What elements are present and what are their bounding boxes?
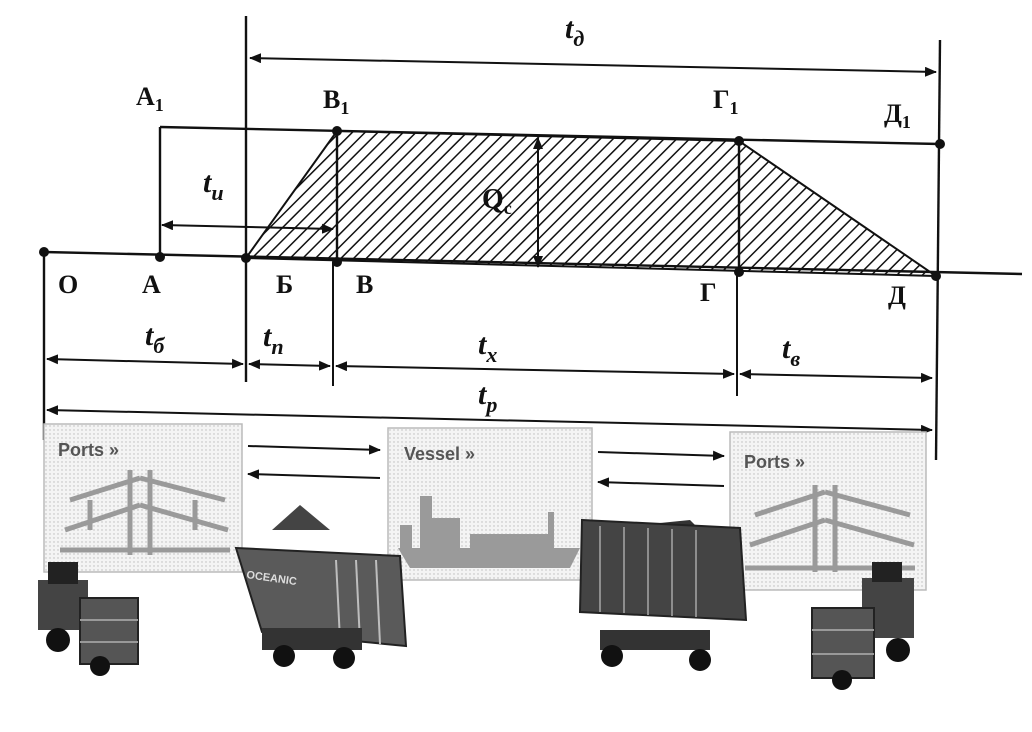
panel-vessel-title: Vessel » <box>404 444 475 464</box>
dot-d1 <box>935 139 945 149</box>
dot-v <box>332 257 342 267</box>
port-crane-icon <box>60 470 230 555</box>
label-tp: tp <box>478 378 497 417</box>
ship-icon <box>398 496 580 568</box>
dot-g1 <box>734 136 744 146</box>
label-v: В <box>356 270 373 299</box>
arrow-tu <box>161 220 334 234</box>
label-qc: Qc <box>482 184 512 218</box>
dot-g <box>734 267 744 277</box>
upper-level-line <box>159 125 941 146</box>
arrow-vessel-to-port <box>247 469 381 480</box>
boundary-right <box>934 39 942 461</box>
dot-b <box>241 253 251 263</box>
arrow-tp <box>46 405 933 435</box>
dot-v1 <box>332 126 342 136</box>
label-a1: А1 <box>136 82 164 115</box>
forklift-right <box>811 562 914 690</box>
label-tv: tв <box>782 332 800 371</box>
dot-d <box>931 271 941 281</box>
label-d1: Д1 <box>884 99 911 132</box>
arrow-port-to-vessel <box>247 444 381 455</box>
label-b: Б <box>276 270 293 299</box>
panel-left-port: Ports » <box>43 423 243 573</box>
logistics-illustration: Ports » Vessel » <box>38 423 927 690</box>
label-tn: tп <box>263 320 284 359</box>
label-tb: tб <box>145 319 165 358</box>
panel-vessel: Vessel » <box>387 427 593 581</box>
dot-o <box>39 247 49 257</box>
label-g1: Г1 <box>713 85 739 118</box>
arrow-tn <box>248 359 331 371</box>
label-tu: tи <box>203 166 224 205</box>
container-truck-left: OCEANIC <box>234 505 408 669</box>
dot-a <box>155 252 165 262</box>
label-v1: В1 <box>323 85 349 118</box>
container-truck-right <box>578 518 748 671</box>
panel-left-port-title: Ports » <box>58 440 119 460</box>
trapezoid-diagram: О А Б В Г Д А1 В1 Г1 Д1 Qc tд tи tб tп t… <box>39 12 1023 461</box>
arrow-tx <box>335 361 735 379</box>
forklift-left <box>38 562 139 676</box>
arrow-tb <box>46 354 244 369</box>
label-td: tд <box>565 12 584 51</box>
panel-right-port-title: Ports » <box>744 452 805 472</box>
label-d: Д <box>888 281 906 310</box>
label-a: А <box>142 270 161 299</box>
arrow-port-right-to-vessel <box>597 477 725 488</box>
arrow-tv <box>739 369 933 383</box>
label-o: О <box>58 270 78 299</box>
label-tx: tx <box>478 328 497 367</box>
hatched-area <box>244 129 940 278</box>
arrow-vessel-to-port-right <box>597 450 725 461</box>
arrow-td <box>249 53 937 77</box>
label-g: Г <box>700 278 717 307</box>
